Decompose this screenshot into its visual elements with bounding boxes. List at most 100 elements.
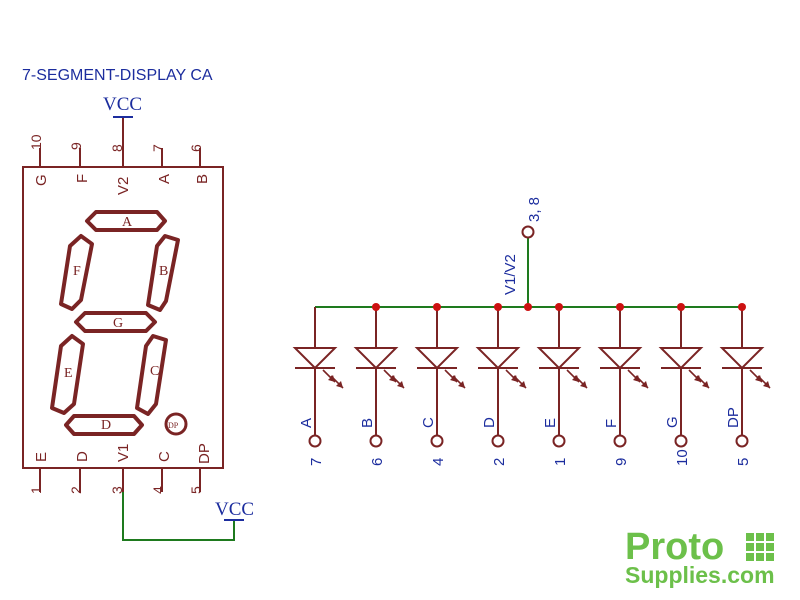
segment-g [74,311,157,333]
led-terminal [735,434,749,448]
segment-b [146,234,180,312]
led-light-arrowhead [389,375,396,382]
led-pin-number: 4 [430,458,447,466]
pin-name-top: A [156,174,173,184]
led-pin-number: 1 [552,458,569,466]
segment-label-d: D [101,418,111,433]
pin-number-bottom: 2 [68,486,84,494]
pin-name-top: B [194,174,211,184]
pin-name-top: V2 [115,177,132,195]
led-light-arrowhead [641,381,648,388]
pin-name-bottom: V1 [115,444,132,462]
segment-label-e: E [64,366,73,381]
led-terminal [491,434,505,448]
led-light-arrowhead [702,381,709,388]
led-light-arrowhead [397,381,404,388]
pin-name-bottom: C [156,451,173,462]
led-5: F9 [597,303,649,466]
led-diode-triangle [475,347,521,370]
led-terminal [613,434,627,448]
segment-label-a: A [122,215,133,230]
schematic-title: 7-SEGMENT-DISPLAY CA [22,67,213,84]
top-pins: 10 9 8 7 6 G F V2 A B [28,117,211,195]
segment-d [64,414,144,436]
pin-name-bottom: DP [196,443,213,464]
led-3: D2 [475,303,527,466]
vcc-wire-bottom [122,492,235,541]
vcc-label-top: VCC [103,94,142,115]
segment-label-f: F [73,264,81,279]
junction-dot [677,303,685,311]
segment-f [59,234,94,311]
pin-number-bottom: 4 [150,486,166,494]
led-terminal [369,434,383,448]
bottom-pins: 1 2 3 4 5 E D V1 C DP [28,443,213,494]
led-light-arrowhead [458,381,465,388]
led-light-arrowhead [336,381,343,388]
junction-dot [738,303,746,311]
led-segment-label: A [298,418,315,428]
led-diode-triangle [414,347,460,370]
led-pin-number: 7 [308,458,325,466]
segment-label-c: C [150,364,159,379]
led-diode-triangle [658,347,704,370]
led-diode-triangle [292,347,338,370]
led-0: A7 [292,307,344,466]
junction-dot [372,303,380,311]
pin-number-top: 8 [109,144,125,152]
led-light-arrowhead [763,381,770,388]
segment-c [135,334,168,416]
led-6: G10 [658,303,710,466]
pin-number-bottom: 1 [28,486,44,494]
led-pin-number: 9 [613,458,630,466]
pin-number-top: 10 [28,134,44,150]
led-diode-triangle [597,347,643,370]
led-7: DP5 [719,303,771,466]
pin-name-top: G [33,174,50,186]
junction-dot [494,303,502,311]
led-terminal [552,434,566,448]
led-2: C4 [414,303,466,466]
led-diode-triangle [353,347,399,370]
vcc-label-bottom: VCC [215,499,254,520]
common-pin-numbers: 3, 8 [526,197,543,222]
led-light-arrowhead [450,375,457,382]
brand-line-2: Supplies.com [625,562,775,588]
pin-number-top: 6 [188,144,204,152]
pin-number-top: 7 [150,144,166,152]
led-light-arrowhead [694,375,701,382]
led-light-arrowhead [633,375,640,382]
seven-segment-package: 10 9 8 7 6 G F V2 A B VCC 1 2 3 4 5 E [22,94,254,541]
pin-number-bottom: 3 [109,486,125,494]
led-diode-triangle [719,347,765,370]
led-light-arrowhead [328,375,335,382]
led-segment-label: E [542,418,559,428]
segment-drawing [50,210,188,436]
segment-label-b: B [159,264,168,279]
segment-label-dp: DP [168,421,179,430]
led-pin-number: 2 [491,458,508,466]
pin-name-bottom: D [74,451,91,462]
pin-number-top: 9 [68,142,84,150]
pin-name-bottom: E [33,452,50,462]
led-pin-number: 6 [369,458,386,466]
brand-grid-icon [746,533,774,561]
led-segment-label: C [420,417,437,428]
junction-dot [524,303,532,311]
led-terminal [308,434,322,448]
pin-name-top: F [74,174,91,183]
led-light-arrowhead [511,375,518,382]
led-segment-label: G [664,416,681,428]
segment-e [50,334,85,415]
junction-dot [555,303,563,311]
segment-a [85,210,167,232]
junction-dot [433,303,441,311]
led-terminal [674,434,688,448]
led-terminal [430,434,444,448]
brand-logo: Proto Supplies.com [625,526,775,588]
brand-line-2-text: Supplies.com [625,562,775,588]
led-light-arrowhead [572,375,579,382]
